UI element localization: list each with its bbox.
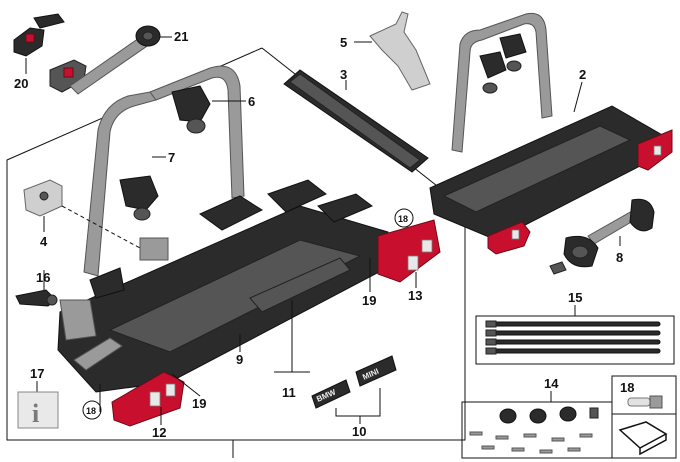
upright-frame-part-7 xyxy=(83,65,245,277)
callout-20: 20 xyxy=(14,76,28,91)
badge-bmw: BMW xyxy=(311,379,351,409)
callout-8: 8 xyxy=(616,250,623,265)
clamp-part-20 xyxy=(13,13,87,93)
rail-part-3 xyxy=(283,69,429,173)
badge-mini: MINI xyxy=(355,355,397,387)
carrier-platform xyxy=(57,179,399,393)
strap-part-16 xyxy=(15,289,58,307)
callout-14: 14 xyxy=(544,376,559,391)
svg-text:18: 18 xyxy=(398,214,408,224)
callout-12: 12 xyxy=(152,425,166,440)
info-icon: i xyxy=(32,399,39,428)
folded-carrier-part-2 xyxy=(429,12,665,241)
callout-21: 21 xyxy=(174,29,188,44)
bracket-part-4 xyxy=(23,179,63,217)
callout-11: 11 xyxy=(282,385,296,400)
callout-5: 5 xyxy=(340,35,347,50)
callout-19-left: 19 xyxy=(192,396,206,411)
manual-part-17 xyxy=(17,391,59,429)
bulb-part-18 xyxy=(627,395,663,409)
callout-13: 13 xyxy=(408,288,422,303)
bar-part-21 xyxy=(69,25,161,95)
callout-19-right: 19 xyxy=(362,293,376,308)
callout-6: 6 xyxy=(248,94,255,109)
folded-tail-light-left xyxy=(487,221,531,255)
callout-2: 2 xyxy=(579,67,586,82)
svg-text:18: 18 xyxy=(86,406,96,416)
callout-9: 9 xyxy=(236,352,243,367)
tail-light-right-part-13 xyxy=(377,219,441,283)
callout-3: 3 xyxy=(340,67,347,82)
callout-1: 1 xyxy=(229,460,236,462)
main-assembly-frame xyxy=(6,47,466,441)
callout-16: 16 xyxy=(36,270,50,285)
straps-box-part-15 xyxy=(475,315,675,365)
tail-light-left-part-12 xyxy=(111,371,185,427)
holder-part-6 xyxy=(171,85,211,134)
bracket-part-5 xyxy=(369,11,431,91)
callout-10: 10 xyxy=(352,424,366,439)
bulb-box-part-18 xyxy=(611,375,677,459)
strap-set xyxy=(485,320,661,355)
callout-7: 7 xyxy=(168,150,175,165)
caps-and-screws xyxy=(469,406,599,454)
callout-17: 17 xyxy=(30,366,44,381)
folded-tail-light-right xyxy=(637,129,673,171)
callout-18-main-right xyxy=(394,208,414,228)
callout-4: 4 xyxy=(40,234,48,249)
callout-18-bulb: 18 xyxy=(620,380,634,395)
callout-15: 15 xyxy=(568,290,582,305)
lock-part-8 xyxy=(549,198,655,275)
callout-18-main-left xyxy=(82,400,102,420)
arrow-icon xyxy=(618,421,668,456)
